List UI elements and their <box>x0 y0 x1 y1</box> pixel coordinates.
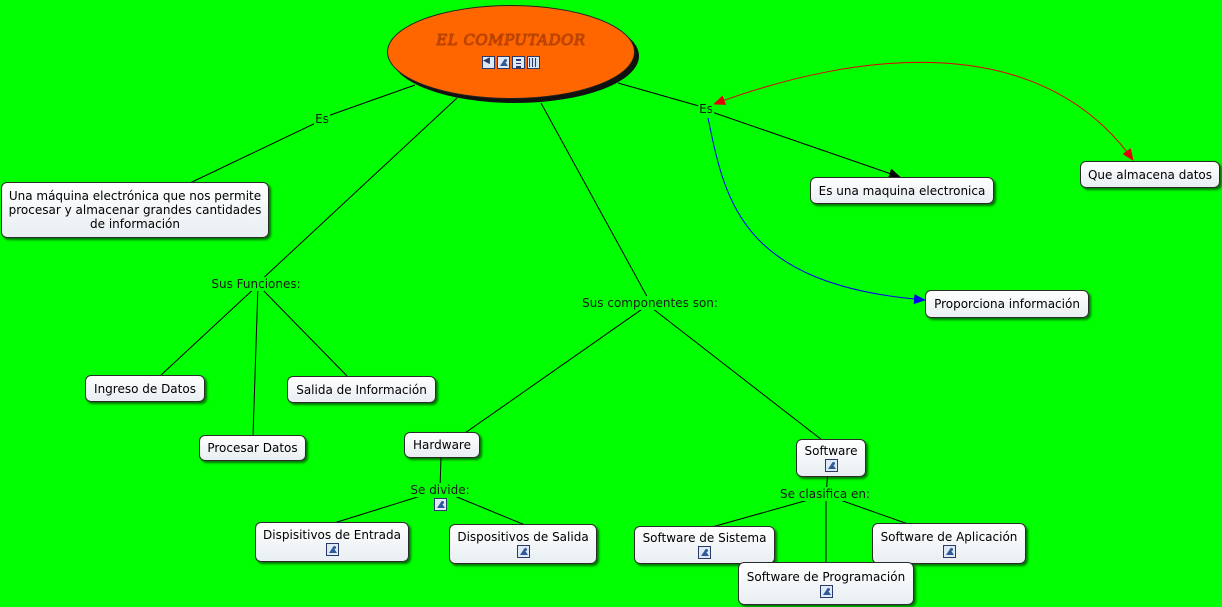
image-icon[interactable] <box>942 544 956 558</box>
concept-ingreso-datos[interactable]: Ingreso de Datos <box>85 375 205 402</box>
concept-label: Proporciona información <box>934 297 1080 311</box>
edge-es-right-proporciona <box>707 117 926 305</box>
image-icon[interactable] <box>698 546 711 559</box>
concept-definicion[interactable]: Una máquina electrónica que nos permite … <box>1 182 269 238</box>
phrase-se-clasifica: Se clasifica en: <box>778 487 872 501</box>
image-icon[interactable] <box>819 584 833 598</box>
edge-es-right-almacena-head <box>1122 148 1134 161</box>
image-icon[interactable] <box>434 498 447 511</box>
sound-icon[interactable] <box>482 56 495 69</box>
edge-componentes-software <box>647 304 823 441</box>
image-icon[interactable] <box>516 545 530 558</box>
image-icon[interactable] <box>325 543 339 556</box>
concept-label: Dispositivos de Salida <box>457 530 589 544</box>
edge-funciones-ingreso <box>159 284 259 377</box>
concept-disp-entrada[interactable]: Dispisitivos de Entrada <box>255 522 409 562</box>
main-concept-node[interactable]: EL COMPUTADOR <box>387 5 635 99</box>
edge-funciones-procesar <box>252 284 259 437</box>
concept-label: Que almacena datos <box>1087 167 1212 182</box>
concept-almacena-datos[interactable]: Que almacena datos <box>1080 161 1220 188</box>
concept-maquina-electronica[interactable]: Es una maquina electronica <box>810 177 994 204</box>
image-icon[interactable] <box>824 459 838 472</box>
concept-label: Software de Aplicación <box>880 529 1018 544</box>
main-concept-icons <box>481 55 541 69</box>
phrase-funciones: Sus Funciones: <box>210 277 302 291</box>
document-icon[interactable] <box>512 56 525 69</box>
concept-disp-salida[interactable]: Dispositivos de Salida <box>449 524 597 564</box>
concept-label: Software de Sistema <box>642 531 767 545</box>
concept-label: Software <box>804 444 858 458</box>
main-concept-title: EL COMPUTADOR <box>436 31 586 49</box>
concept-software[interactable]: Software <box>796 439 866 477</box>
concept-label: Es una maquina electronica <box>818 183 986 198</box>
concept-label: Dispisitivos de Entrada <box>263 528 401 542</box>
edge-es-right-almacena <box>713 61 1134 161</box>
phrase-es-left: Es <box>314 112 330 126</box>
concept-label: Hardware <box>413 438 471 452</box>
concept-sw-aplicacion[interactable]: Software de Aplicación <box>872 523 1026 564</box>
concept-procesar-datos[interactable]: Procesar Datos <box>199 435 306 461</box>
edge-es-left-definicion <box>189 119 323 184</box>
concept-sw-sistema[interactable]: Software de Sistema <box>634 526 775 564</box>
concept-proporciona-info[interactable]: Proporciona información <box>925 290 1089 318</box>
edge-main-es-right <box>617 82 707 109</box>
concept-label: Procesar Datos <box>207 441 298 455</box>
concept-sw-programacion[interactable]: Software de Programación <box>738 562 914 605</box>
video-icon[interactable] <box>527 56 540 69</box>
phrase-se-divide: Se divide: <box>409 483 471 497</box>
edge-funciones-salida <box>257 284 348 377</box>
edge-main-es-left <box>321 84 416 119</box>
concept-label: Software de Programación <box>746 569 906 584</box>
concept-salida-info[interactable]: Salida de Información <box>287 376 436 403</box>
edge-componentes-hardware <box>464 304 649 434</box>
concept-label: Salida de Información <box>296 382 427 397</box>
image-icon[interactable] <box>497 56 510 69</box>
concept-label: Una máquina electrónica que nos permite … <box>8 189 262 231</box>
concept-label: Ingreso de Datos <box>94 381 196 396</box>
edge-es-right-maquina <box>705 109 901 179</box>
phrase-componentes: Sus componentes son: <box>581 296 719 310</box>
edge-main-componentes <box>540 102 651 303</box>
concept-hardware[interactable]: Hardware <box>404 432 480 458</box>
phrase-es-right: Es <box>698 102 714 116</box>
edge-main-funciones <box>257 97 458 284</box>
